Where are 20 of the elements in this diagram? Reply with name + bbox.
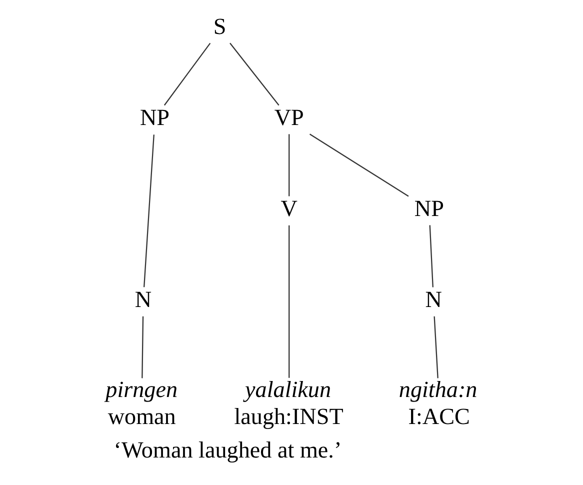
connector <box>163 42 210 106</box>
connector <box>229 42 279 106</box>
connector <box>143 134 154 288</box>
connector <box>288 134 290 196</box>
caption: ‘Woman laughed at me.’ <box>113 436 342 462</box>
node-text: pirngen woman <box>105 376 178 430</box>
connector <box>433 316 438 378</box>
connector <box>308 134 408 197</box>
node-text: NP <box>140 104 170 130</box>
node-text: yalalikun laugh:INST <box>234 376 343 430</box>
connector <box>428 225 433 288</box>
node-text: S <box>212 13 226 40</box>
node-text: NP <box>414 195 444 222</box>
node-text: N <box>134 286 152 312</box>
connector <box>141 316 144 378</box>
node-text: VP <box>274 104 304 130</box>
node-text: ngitha:n I:ACC <box>398 376 477 430</box>
node-text: V <box>280 195 297 222</box>
connector <box>288 225 290 378</box>
node-text: N <box>424 286 442 312</box>
